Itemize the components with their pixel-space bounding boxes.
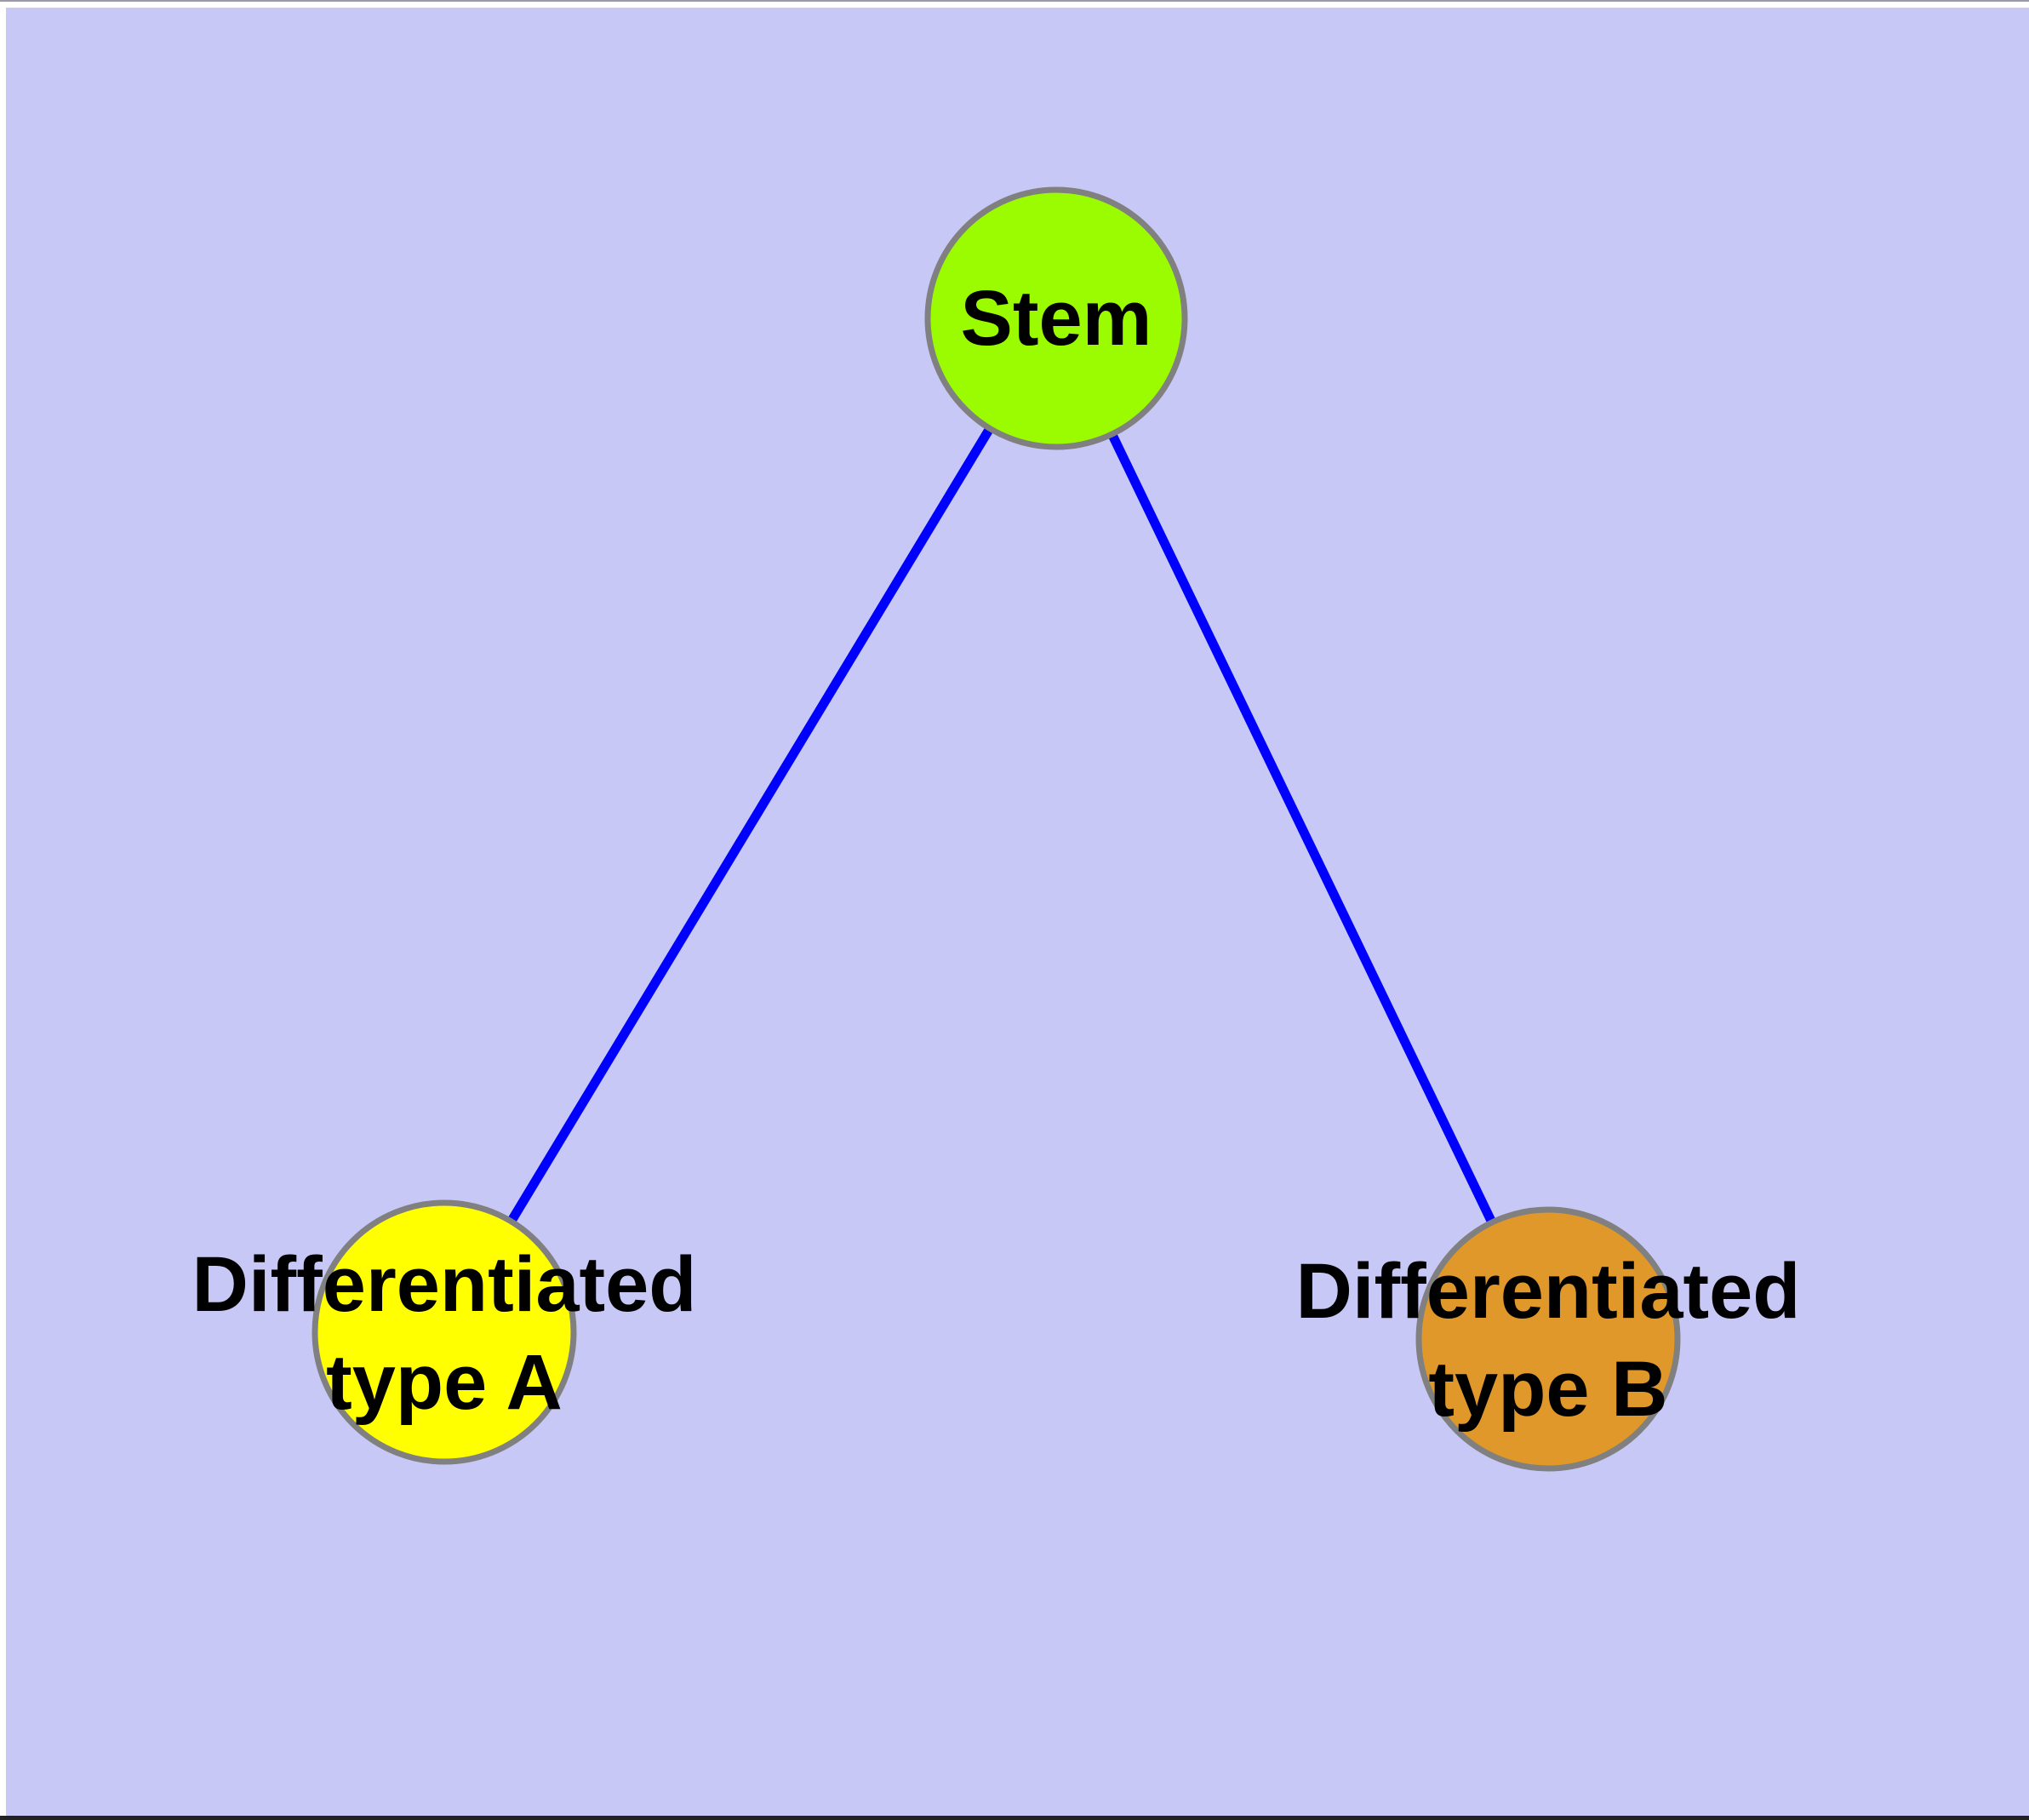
type-a-node-label-line1: Differentiated (192, 1241, 697, 1328)
type-b-node-circle (1415, 1206, 1681, 1472)
frame-bottom-edge (0, 1816, 2029, 1820)
node-differentiated-type-a: Differentiated type A (192, 1199, 697, 1465)
frame-top-white-strip (0, 2, 2029, 8)
node-stem: Stem (924, 186, 1188, 450)
edge-stem-to-type-b (1052, 316, 1552, 1342)
type-a-node-label-line2: type A (326, 1339, 563, 1426)
frame-top-hairline (0, 0, 2029, 2)
node-differentiated-type-b: Differentiated type B (1296, 1206, 1801, 1472)
type-a-node-circle (311, 1199, 577, 1465)
type-b-node-label-line2: type B (1428, 1346, 1667, 1433)
edge-stem-to-type-a (440, 316, 1060, 1335)
stem-node-circle (924, 186, 1188, 450)
type-b-node-label-line1: Differentiated (1296, 1248, 1801, 1335)
stem-node-label: Stem (961, 275, 1152, 362)
frame-left-white-strip (0, 2, 6, 1816)
